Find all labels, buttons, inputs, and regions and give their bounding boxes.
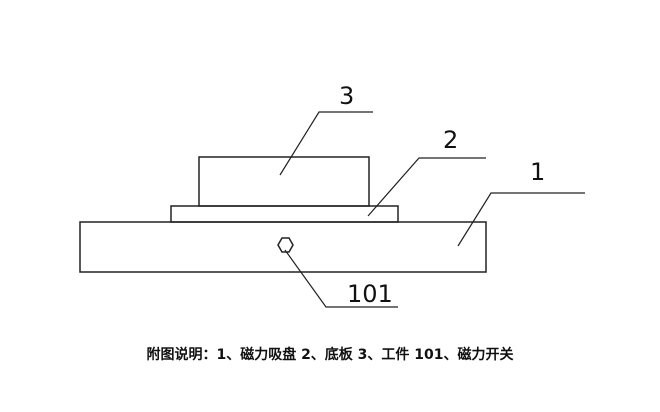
label-base-plate-number: 2 [443, 126, 458, 154]
label-workpiece-number: 3 [339, 82, 354, 110]
figure-caption: 附图说明：1、磁力吸盘 2、底板 3、工件 101、磁力开关 [146, 347, 514, 363]
workpiece-part [198, 156, 370, 207]
leader-line-1 [457, 192, 585, 247]
magnetic-chuck-part [79, 221, 487, 273]
leader-line-101 [284, 249, 398, 308]
leader-line-2 [367, 157, 486, 217]
leader-line-3 [279, 111, 373, 176]
base-plate-part [170, 205, 399, 223]
magnetic-switch-hexagon [277, 237, 294, 253]
label-magnetic-switch-number: 101 [347, 280, 393, 308]
label-magnetic-chuck-number: 1 [530, 158, 545, 186]
